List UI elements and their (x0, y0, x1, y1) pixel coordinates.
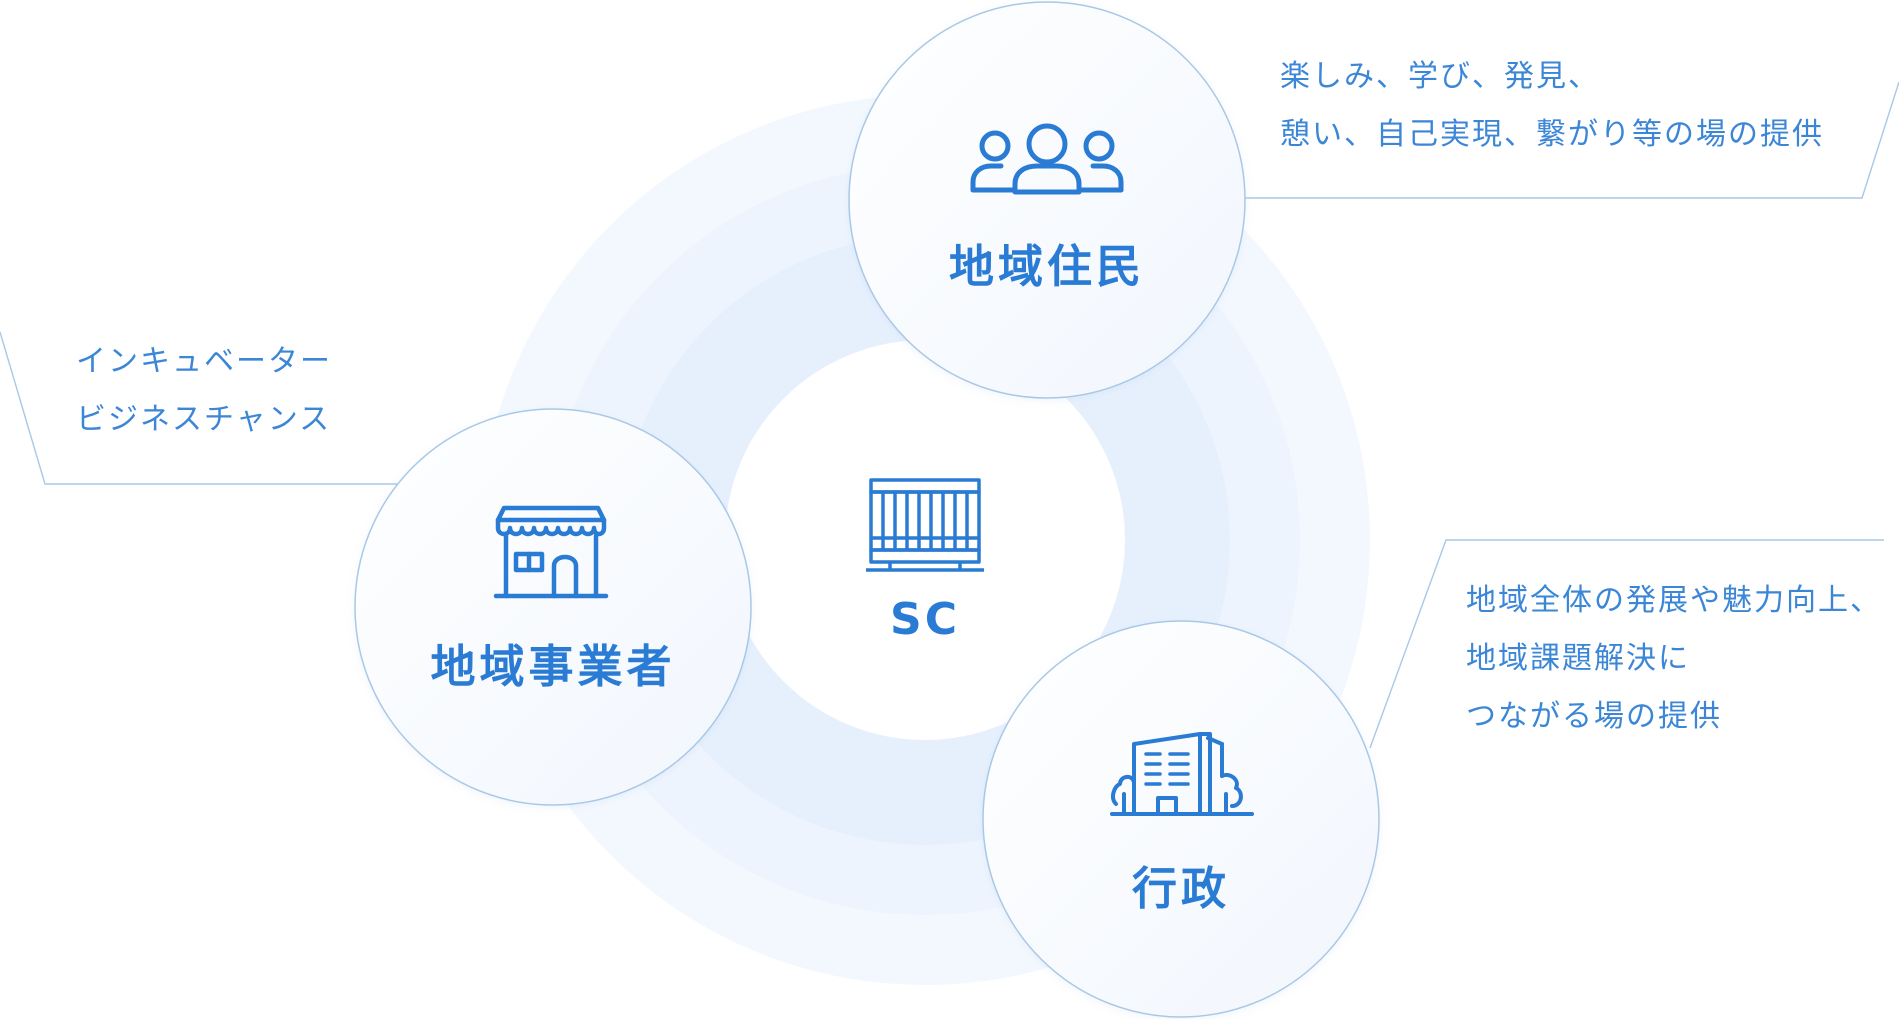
storefront-icon (493, 505, 609, 599)
node-circle-businesses (354, 408, 752, 806)
node-circles (354, 1, 1380, 1018)
annotation-government: 地域全体の発展や魅力向上、 地域課題解決に つながる場の提供 (1466, 572, 1882, 746)
ring-center (725, 340, 1125, 740)
node-title-businesses: 地域事業者 (430, 640, 676, 693)
leader-lines (0, 81, 1899, 749)
center-label: SC (890, 594, 960, 645)
annotation-line: 楽しみ、学び、発見、 (1280, 59, 1600, 94)
people-group-icon (970, 123, 1124, 195)
leader-line-businesses (0, 331, 402, 485)
annotation-line: 憩い、自己実現、繋がり等の場の提供 (1280, 117, 1824, 152)
office-building-icon (1110, 732, 1254, 816)
annotation-line: つながる場の提供 (1466, 699, 1722, 734)
annotation-line: ビジネスチャンス (76, 402, 332, 437)
annotation-businesses: インキュベーター ビジネスチャンス (76, 333, 332, 449)
node-title-government: 行政 (1131, 862, 1230, 915)
annotation-line: 地域課題解決に (1466, 641, 1690, 676)
node-title-residents: 地域住民 (948, 240, 1145, 293)
leader-line-government (1369, 539, 1884, 749)
building-facade-icon (866, 478, 984, 572)
annotation-line: 地域全体の発展や魅力向上、 (1466, 583, 1882, 618)
leader-line-residents (1245, 81, 1899, 199)
node-circle-residents (848, 1, 1246, 399)
annotation-line: インキュベーター (76, 344, 332, 379)
node-circle-government (982, 620, 1380, 1018)
annotation-residents: 楽しみ、学び、発見、 憩い、自己実現、繋がり等の場の提供 (1280, 48, 1824, 164)
